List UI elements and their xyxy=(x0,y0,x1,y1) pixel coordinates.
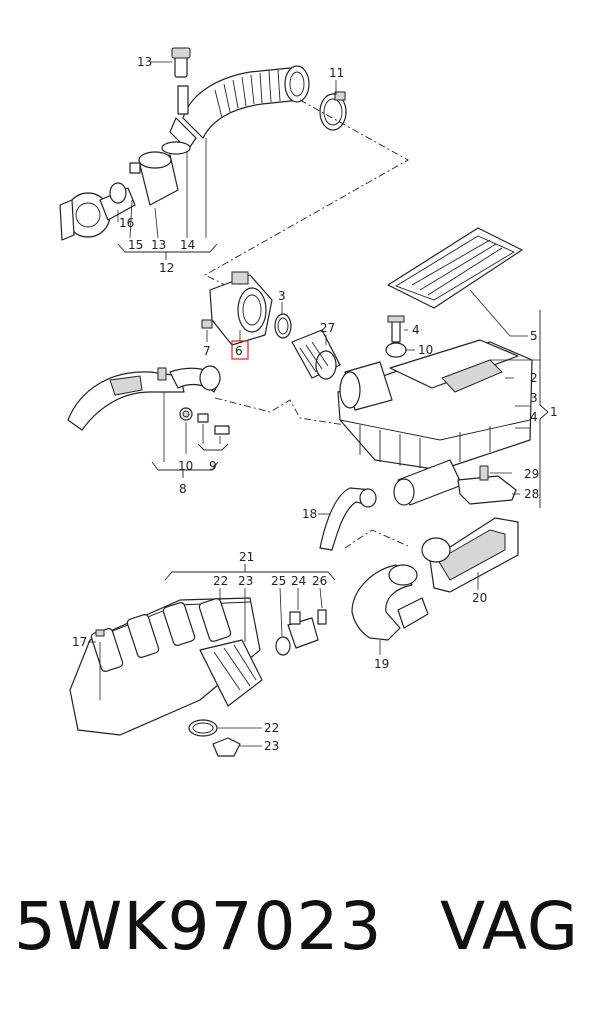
callout-16: 16 xyxy=(119,216,134,230)
callout-11: 11 xyxy=(329,66,344,80)
callout-23-top: 23 xyxy=(238,574,253,588)
callout-9: 9 xyxy=(209,459,217,473)
callout-21: 21 xyxy=(239,550,254,564)
air-filter-housing xyxy=(318,227,549,655)
intake-hose-assembly xyxy=(59,47,409,301)
callout-28: 28 xyxy=(524,487,539,501)
callout-29: 29 xyxy=(524,467,539,481)
callout-8: 8 xyxy=(179,482,187,496)
callout-25: 25 xyxy=(271,574,286,588)
callout-2: 2 xyxy=(530,371,538,385)
callout-14: 14 xyxy=(180,238,195,252)
callout-20: 20 xyxy=(472,591,487,605)
callout-10-left: 10 xyxy=(178,459,193,473)
callout-4-right: 4 xyxy=(530,410,538,424)
callout-24: 24 xyxy=(291,574,306,588)
brand-name: VAG xyxy=(440,888,580,965)
callout-labels: 13 11 16 15 13 14 12 3 27 4 10 5 2 3 4 1… xyxy=(72,55,558,753)
callout-17: 17 xyxy=(72,635,87,649)
callout-22-top: 22 xyxy=(213,574,228,588)
intake-duct-group xyxy=(67,365,346,478)
callout-6: 6 xyxy=(235,344,243,358)
callout-19: 19 xyxy=(374,657,389,671)
callout-23-bottom: 23 xyxy=(264,739,279,753)
air-mass-sensor-group xyxy=(201,271,341,380)
callout-10-right: 10 xyxy=(418,343,433,357)
callout-22-bottom: 22 xyxy=(264,721,279,735)
callout-1: 1 xyxy=(550,405,558,419)
callout-5: 5 xyxy=(530,329,538,343)
part-number: 5WK97023 xyxy=(14,888,383,965)
caption-row: 5WK97023 VAG xyxy=(0,880,600,990)
callout-26: 26 xyxy=(312,574,327,588)
exploded-parts-diagram: 13 11 16 15 13 14 12 3 27 4 10 5 2 3 4 1… xyxy=(59,47,558,757)
callout-15: 15 xyxy=(128,238,143,252)
callout-4: 4 xyxy=(412,323,420,337)
intake-manifold-group xyxy=(69,564,336,757)
callout-12: 12 xyxy=(159,261,174,275)
callout-13-bottom: 13 xyxy=(151,238,166,252)
callout-7: 7 xyxy=(203,344,211,358)
callout-27: 27 xyxy=(320,321,335,335)
callout-3-right: 3 xyxy=(530,391,538,405)
callout-3-ring: 3 xyxy=(278,289,286,303)
callout-18: 18 xyxy=(302,507,317,521)
callout-13-top: 13 xyxy=(137,55,152,69)
